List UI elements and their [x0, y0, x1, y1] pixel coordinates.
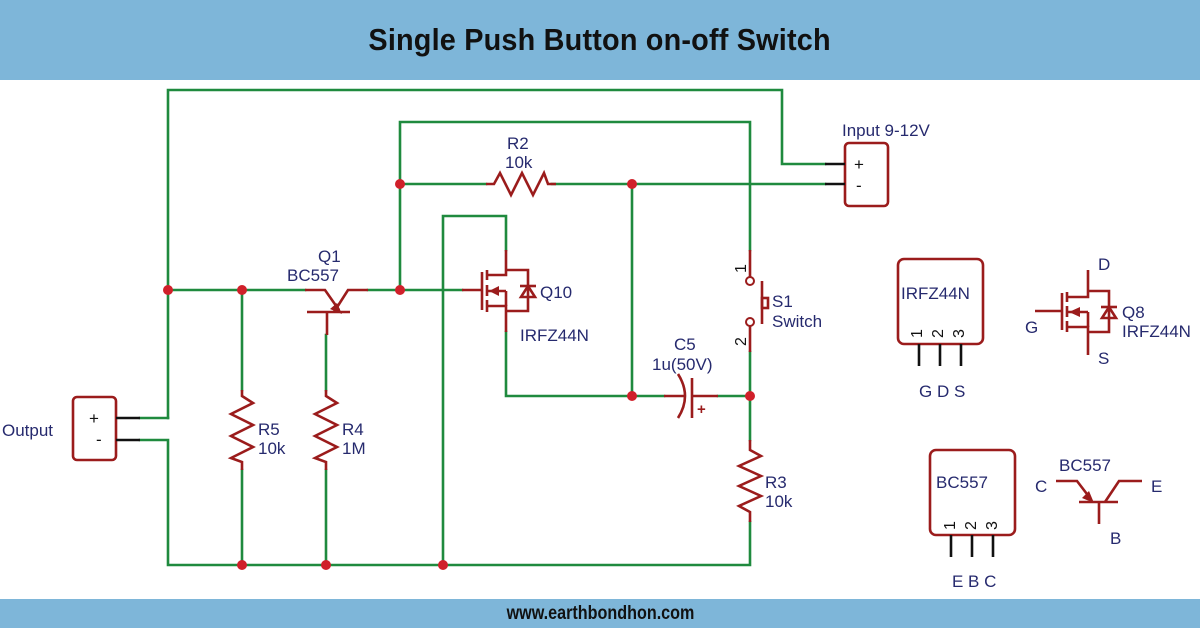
bc557-base-label: B — [1110, 529, 1121, 548]
irfz44n-package-pinout: IRFZ44N 1 2 3 G D S — [896, 257, 985, 401]
c5-value: 1u(50V) — [652, 355, 712, 374]
q8-source-label: S — [1098, 349, 1109, 368]
c5-ref: C5 — [674, 335, 696, 354]
irfz44n-pin-3: 3 — [951, 329, 968, 338]
output-label: Output — [2, 421, 53, 440]
junction-dot — [438, 560, 448, 570]
title-banner: Single Push Button on-off Switch — [0, 0, 1200, 80]
r5-value: 10k — [258, 439, 286, 458]
r3-value: 10k — [765, 492, 793, 511]
resistor-r5: R5 10k — [227, 390, 286, 470]
q8-gate-label: G — [1025, 318, 1038, 337]
input-minus-label: - — [856, 176, 862, 195]
r2-ref: R2 — [507, 134, 529, 153]
bc557-symbol-part: BC557 — [1059, 456, 1111, 475]
r4-ref: R4 — [342, 420, 364, 439]
q1-ref: Q1 — [318, 247, 341, 266]
wires — [138, 88, 827, 567]
resistor-r4: R4 1M — [311, 390, 366, 470]
output-plus-label: + — [89, 409, 99, 428]
junctions — [163, 179, 755, 570]
input-plus-label: + — [854, 155, 864, 174]
footer-banner: www.earthbondhon.com — [0, 599, 1200, 628]
junction-dot — [237, 285, 247, 295]
q8-drain-label: D — [1098, 255, 1110, 274]
bc557-package-name: BC557 — [936, 473, 988, 492]
wire-source-to-cap — [504, 330, 666, 398]
input-label: Input 9-12V — [842, 121, 931, 140]
junction-dot — [321, 560, 331, 570]
q8-part: IRFZ44N — [1122, 322, 1191, 341]
wire-r3-to-ground — [138, 438, 752, 567]
s1-name: Switch — [772, 312, 822, 331]
s1-ref: S1 — [772, 292, 793, 311]
resistor-r2: R2 10k — [486, 134, 556, 198]
output-minus-label: - — [96, 430, 102, 449]
bc557-pin-3: 3 — [984, 521, 1001, 530]
irfz44n-pin-1: 1 — [909, 329, 926, 338]
bc557-collector-label: C — [1035, 477, 1047, 496]
irfz44n-pin-names: G D S — [919, 382, 965, 401]
c5-polarity: + — [697, 401, 706, 418]
bc557-package-pinout: BC557 1 2 3 E B C — [928, 448, 1017, 591]
q8-ref: Q8 — [1122, 303, 1145, 322]
junction-dot — [627, 391, 637, 401]
resistor-r3: R3 10k — [735, 440, 793, 522]
bc557-pin-1: 1 — [942, 521, 959, 530]
q10-part: IRFZ44N — [520, 326, 589, 345]
s1-pin1-label: 1 — [733, 264, 750, 273]
r3-ref: R3 — [765, 473, 787, 492]
q10-ref: Q10 — [540, 283, 572, 302]
capacitor-c5: + C5 1u(50V) — [652, 335, 718, 419]
s1-pin2-label: 2 — [733, 337, 750, 346]
input-connector: + - Input 9-12V — [825, 121, 931, 208]
r5-ref: R5 — [258, 420, 280, 439]
mosfet-q10: Q10 IRFZ44N — [462, 250, 589, 345]
bc557-pin-names: E B C — [952, 572, 996, 591]
irfz44n-package-name: IRFZ44N — [901, 284, 970, 303]
output-connector: + - Output — [2, 395, 140, 462]
bc557-pin-2: 2 — [963, 521, 980, 530]
junction-dot — [163, 285, 173, 295]
transistor-q1: Q1 BC557 — [287, 247, 368, 335]
irfz44n-symbol-q8: D G S Q8 IRFZ44N — [1025, 255, 1191, 368]
irfz44n-pin-2: 2 — [930, 329, 947, 338]
website-link[interactable]: www.earthbondhon.com — [506, 602, 694, 624]
junction-dot — [627, 179, 637, 189]
junction-dot — [395, 285, 405, 295]
wire-drain-loop — [441, 214, 508, 567]
junction-dot — [395, 179, 405, 189]
page-title: Single Push Button on-off Switch — [368, 22, 832, 57]
junction-dot — [237, 560, 247, 570]
wire-inner-loop — [398, 120, 752, 292]
r2-value: 10k — [505, 153, 533, 172]
bc557-symbol: BC557 C E B — [1035, 456, 1162, 548]
wire-positive-rail — [166, 88, 827, 420]
junction-dot — [745, 391, 755, 401]
bc557-emitter-label: E — [1151, 477, 1162, 496]
r4-value: 1M — [342, 439, 366, 458]
pushbutton-s1: 1 2 S1 Switch — [733, 250, 822, 352]
q1-part: BC557 — [287, 266, 339, 285]
